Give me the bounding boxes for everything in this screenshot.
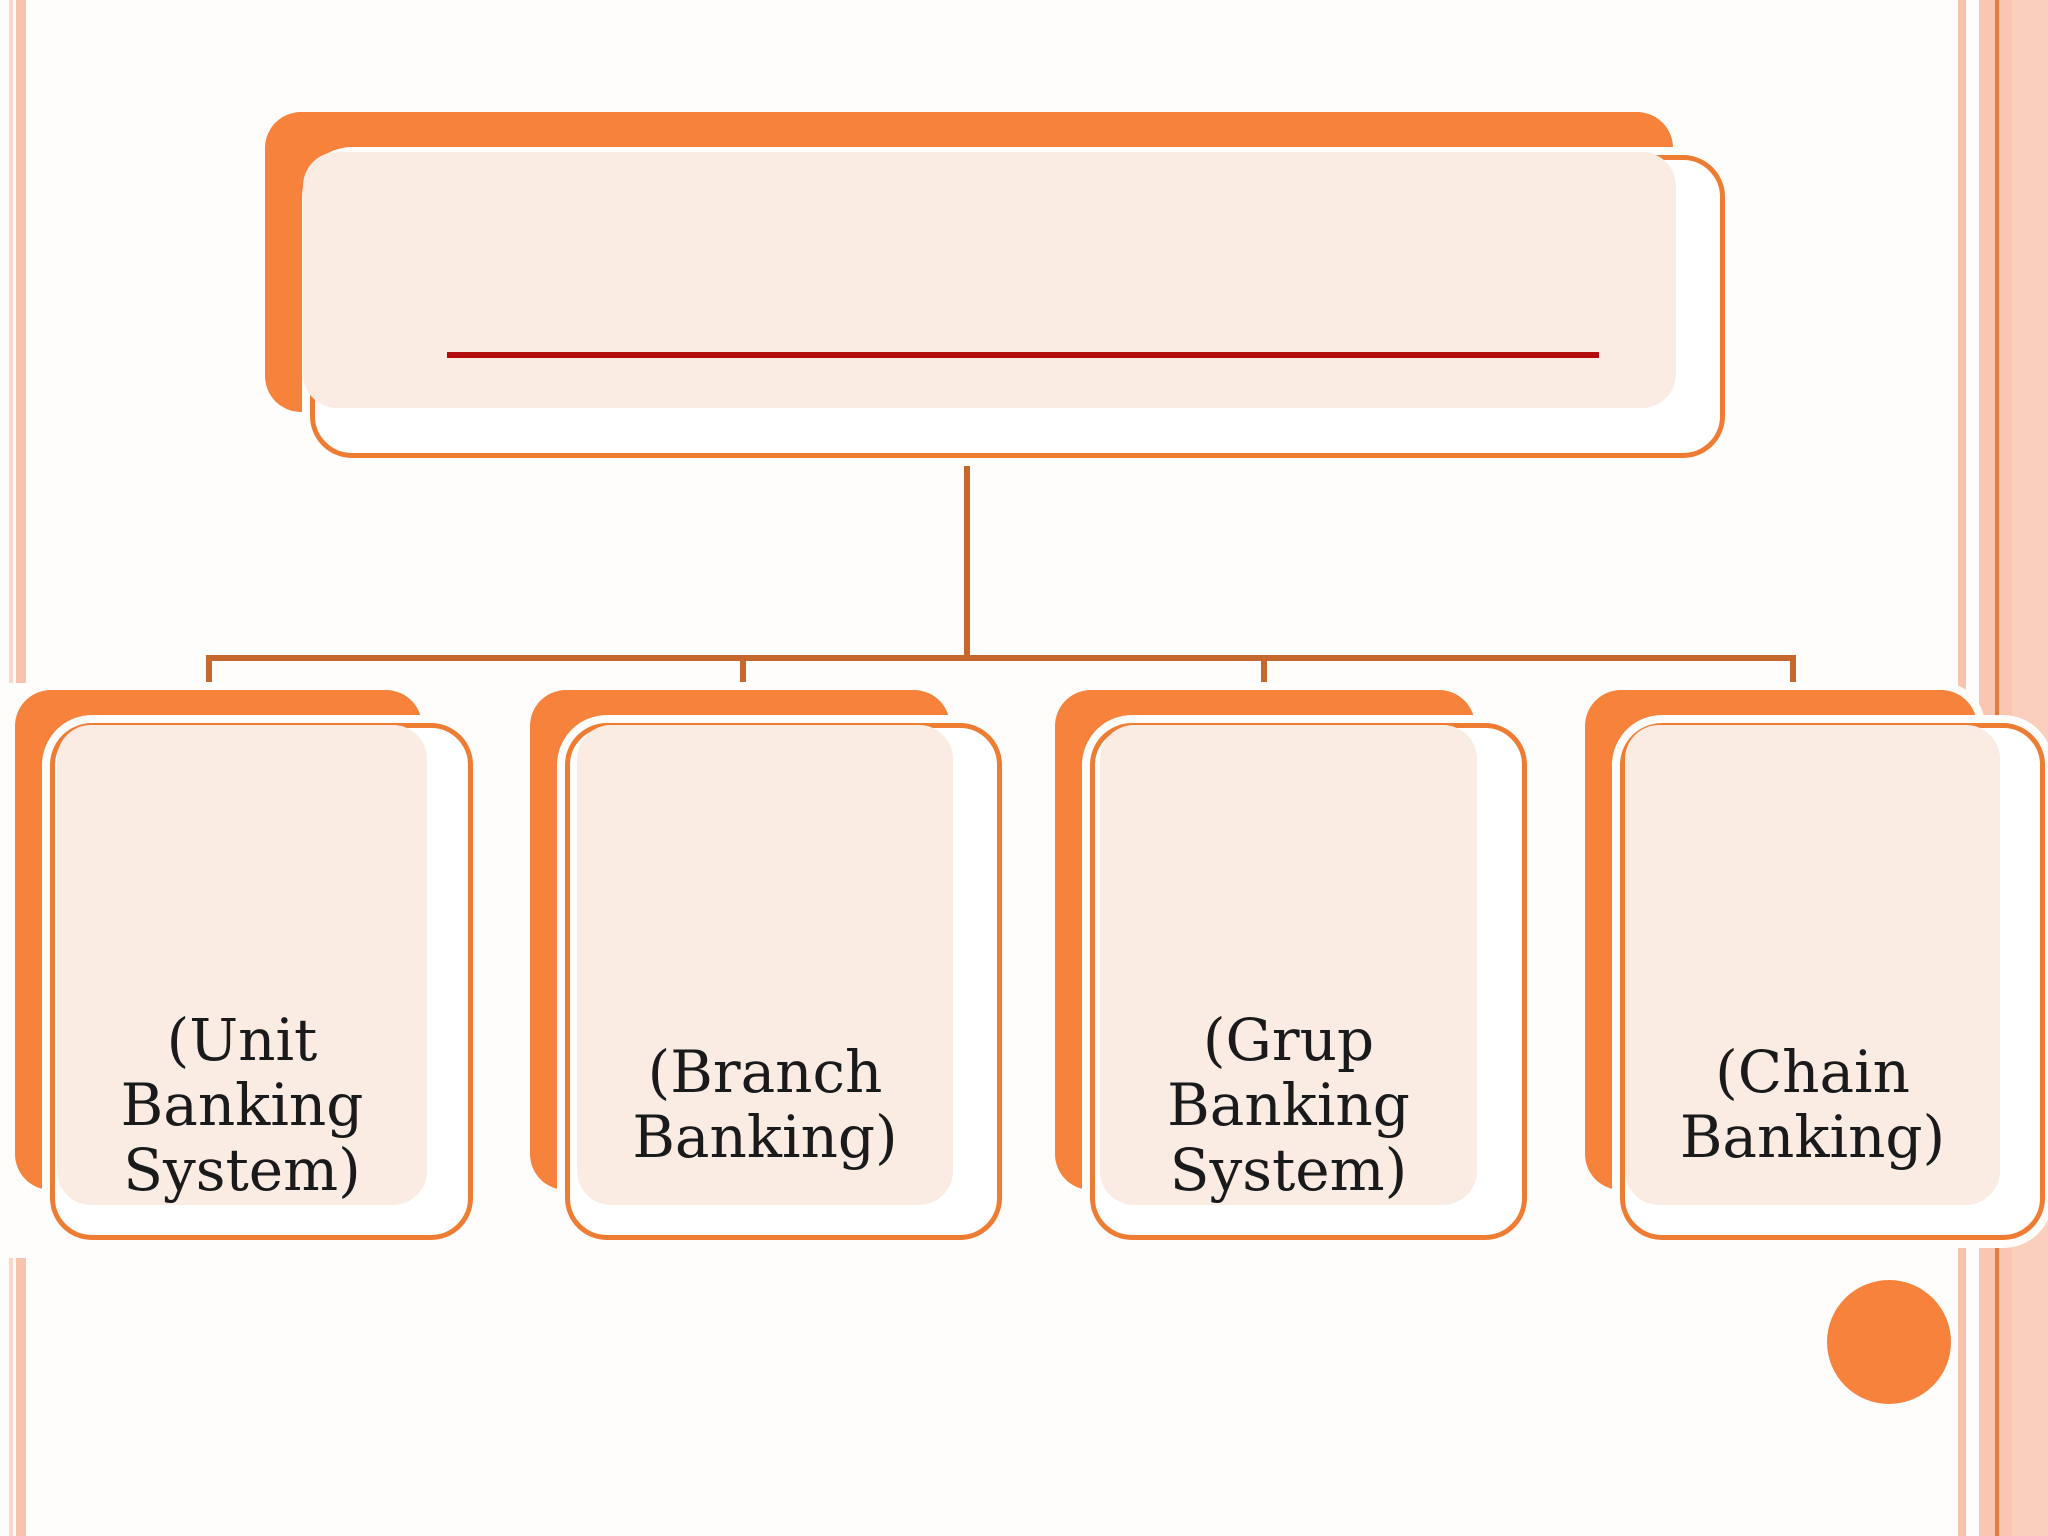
left-pinstripe-thin-top — [9, 0, 13, 683]
circle-decoration — [1827, 1280, 1951, 1404]
connector-drop-chain-banking — [1790, 655, 1796, 693]
connector-drop-grup-banking — [1261, 655, 1267, 693]
connector-drop-branch-banking — [740, 655, 746, 693]
left-pinstripe-main-top — [16, 0, 26, 683]
connector-horizontal-bus — [206, 655, 1796, 661]
root-node-panel — [303, 152, 1676, 408]
root-title-underline — [447, 352, 1599, 358]
root-node-label — [303, 192, 1676, 257]
left-pinstripe-main-bottom — [16, 1258, 26, 1536]
connector-drop-unit-banking — [206, 655, 212, 693]
connector-root-vertical — [964, 455, 970, 661]
left-pinstripe-thin-bottom — [9, 1258, 13, 1536]
